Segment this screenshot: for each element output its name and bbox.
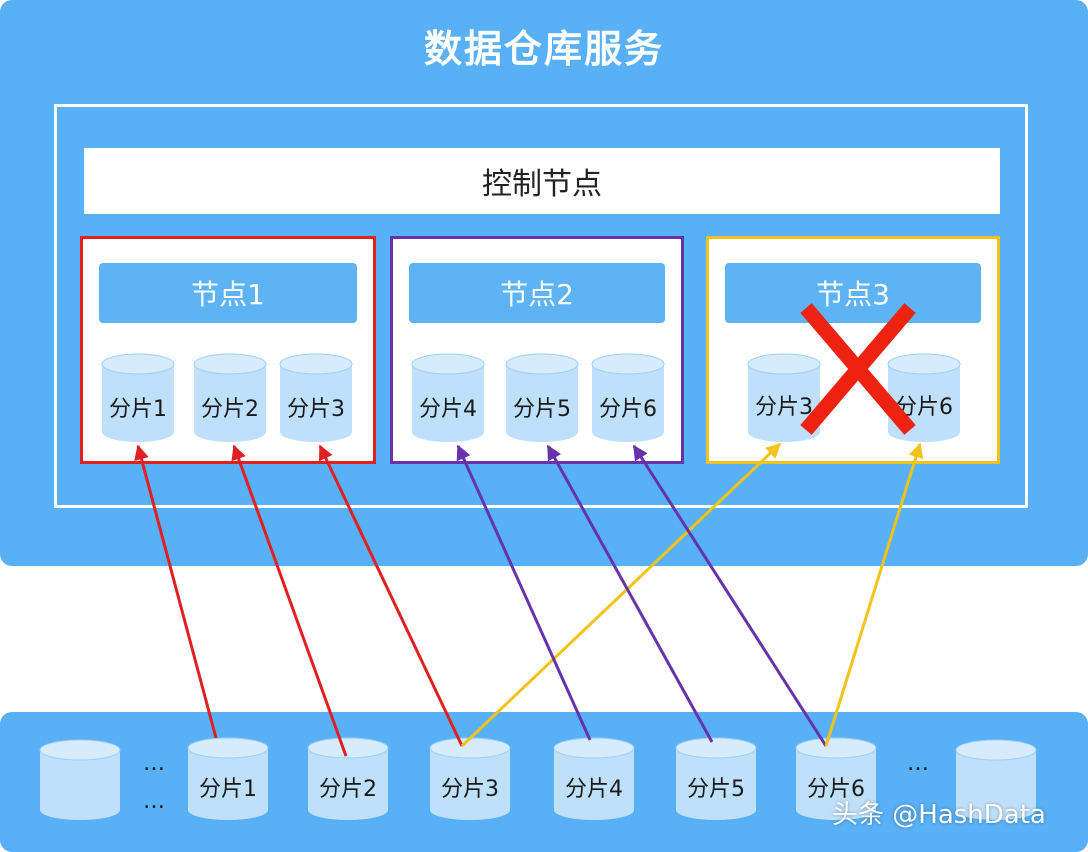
storage-shard-4-label: 分片4 bbox=[565, 777, 623, 802]
arrow-shard-4-to-node-2 bbox=[456, 444, 592, 741]
storage-ellipsis-right: … bbox=[907, 751, 929, 776]
storage-shard-6: 分片6 bbox=[795, 737, 877, 820]
storage-ellipsis-left-1: … bbox=[143, 751, 165, 776]
watermark: 头条 @HashData bbox=[832, 800, 1046, 830]
node-2-shard-4: 分片4 bbox=[411, 353, 485, 442]
node-1-shard-1-label: 分片1 bbox=[109, 397, 167, 422]
storage-shard-2-label: 分片2 bbox=[319, 777, 377, 802]
node-1-shard-1: 分片1 bbox=[101, 353, 175, 442]
storage-ellipsis-left-2: … bbox=[143, 789, 165, 814]
storage-cylinder-blank-left bbox=[39, 739, 121, 820]
node-1-shard-3-label: 分片3 bbox=[287, 397, 345, 422]
storage-shard-1-label: 分片1 bbox=[199, 777, 257, 802]
arrow-shard-1-to-node-1 bbox=[134, 444, 218, 739]
storage-cylinder-blank-right bbox=[955, 739, 1037, 820]
node-1-label: 节点1 bbox=[99, 263, 357, 323]
service-title: 数据仓库服务 bbox=[423, 27, 664, 71]
arrow-shard-6-to-node-2 bbox=[632, 444, 828, 747]
storage-shard-6-label: 分片6 bbox=[807, 777, 865, 802]
storage-shard-3-label: 分片3 bbox=[441, 777, 499, 802]
arrow-shard-5-to-node-2 bbox=[546, 444, 714, 743]
storage-panel bbox=[0, 712, 1088, 852]
node-3-shard-3: 分片3 bbox=[747, 353, 821, 442]
node-1-shard-2: 分片2 bbox=[193, 353, 267, 442]
arrow-shard-3-to-node-1 bbox=[318, 444, 464, 747]
storage-shard-2: 分片2 bbox=[307, 737, 389, 820]
arrow-shard-3-to-node-3 bbox=[460, 442, 782, 748]
storage-shard-1: 分片1 bbox=[187, 737, 269, 820]
node-3-shard-6: 分片6 bbox=[887, 353, 961, 442]
storage-shard-5-label: 分片5 bbox=[687, 777, 745, 802]
storage-shard-3: 分片3 bbox=[429, 737, 511, 820]
arrow-shard-6-to-node-3 bbox=[824, 442, 924, 747]
node-3-label: 节点3 bbox=[725, 263, 981, 323]
node-2-shard-5: 分片5 bbox=[505, 353, 579, 442]
node-2-shard-6-label: 分片6 bbox=[599, 397, 657, 422]
cluster-frame bbox=[54, 104, 1028, 508]
node-2-shard-6: 分片6 bbox=[591, 353, 665, 442]
node-2-shard-5-label: 分片5 bbox=[513, 397, 571, 422]
control-node: 控制节点 bbox=[84, 148, 1000, 214]
node-2-shard-4-label: 分片4 bbox=[419, 397, 477, 422]
node-2-label: 节点2 bbox=[409, 263, 665, 323]
node-1-shard-3: 分片3 bbox=[279, 353, 353, 442]
node-1-shard-2-label: 分片2 bbox=[201, 397, 259, 422]
node-3-shard-3-label: 分片3 bbox=[755, 395, 813, 420]
storage-shard-4: 分片4 bbox=[553, 737, 635, 820]
node-3-failed-x-icon bbox=[800, 303, 916, 435]
arrow-shard-2-to-node-1 bbox=[231, 444, 348, 757]
storage-shard-5: 分片5 bbox=[675, 737, 757, 820]
